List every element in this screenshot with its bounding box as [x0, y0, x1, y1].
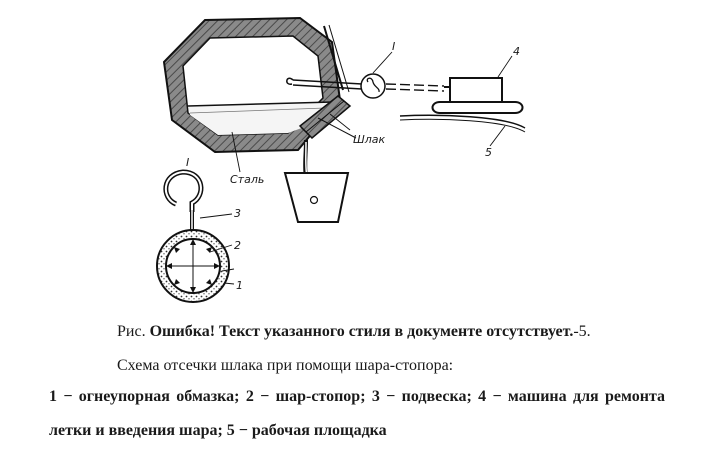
slag-cutoff-diagram: I I Шлак Сталь 4 5 3 2 1 — [156, 16, 526, 303]
label-4: 4 — [513, 45, 520, 58]
label-steel: Сталь — [230, 173, 264, 186]
label-zone-I-bottom: I — [186, 156, 189, 169]
label-2: 2 — [234, 239, 241, 252]
figure-caption-line: Рис. Ошибка! Текст указанного стиля в до… — [117, 322, 591, 342]
caption-prefix: Рис. — [117, 323, 150, 340]
caption-suffix: -5. — [573, 323, 591, 340]
slag-pot — [283, 172, 350, 223]
stopper-ball-detail — [156, 169, 235, 303]
rod-assembly — [286, 24, 445, 99]
caption-error-text: Ошибка! Текст указанного стиля в докумен… — [149, 323, 574, 340]
working-platform — [399, 114, 526, 147]
label-5: 5 — [485, 146, 492, 159]
label-3: 3 — [234, 207, 241, 220]
tap-hole — [298, 95, 357, 140]
label-zone-I-top: I — [392, 40, 395, 53]
label-slag: Шлак — [353, 133, 386, 146]
repair-machine — [431, 55, 524, 114]
caption-legend: 1 − огнеупорная обмазка; 2 − шар-стопор;… — [49, 388, 665, 439]
label-1: 1 — [236, 279, 243, 292]
caption-title: Схема отсечки шлака при помощи шара-стоп… — [117, 357, 454, 374]
converter-vessel — [162, 16, 342, 154]
